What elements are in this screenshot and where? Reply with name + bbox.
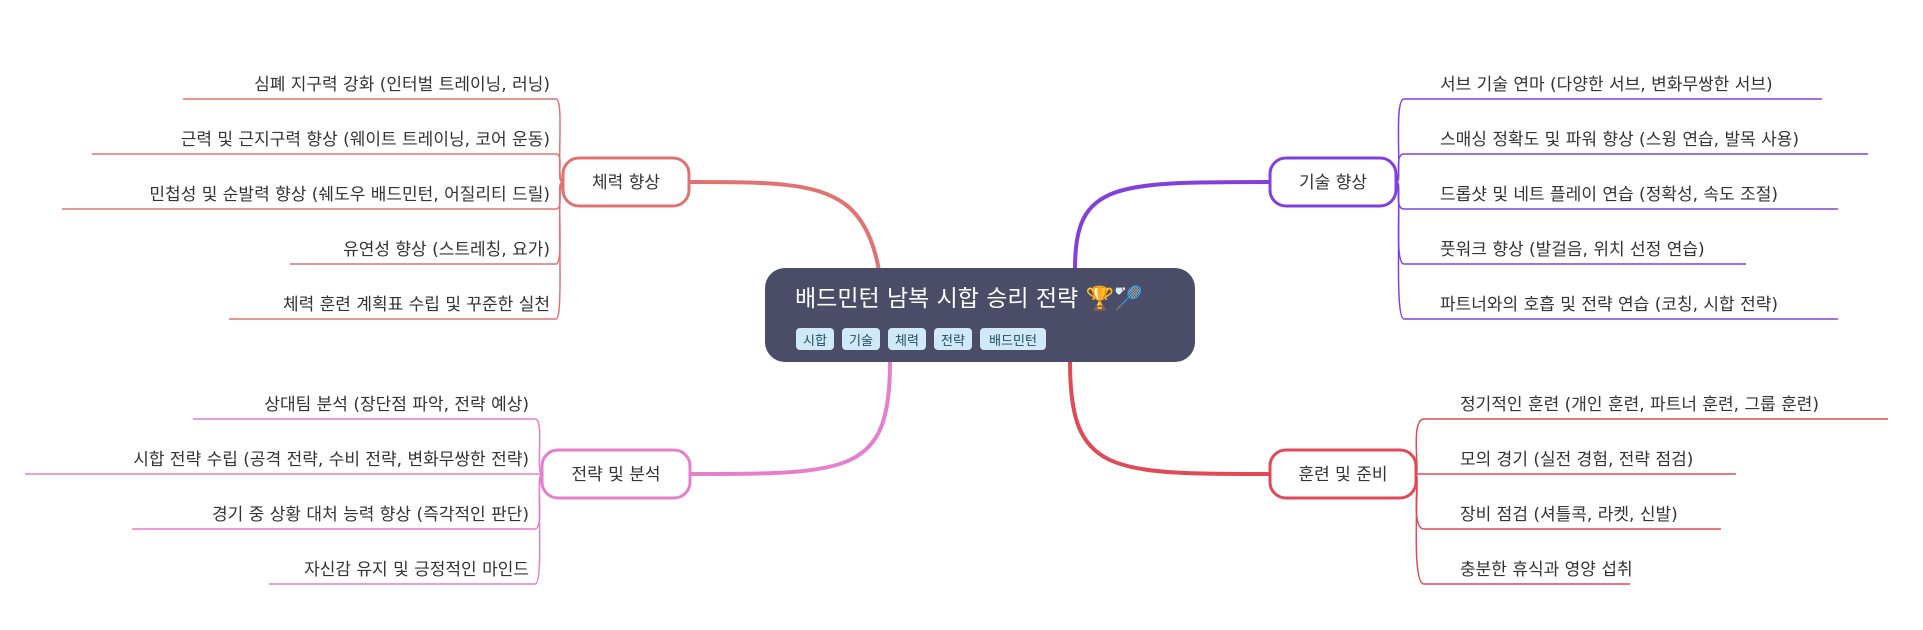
- branch-node-label: 훈련 및 준비: [1298, 465, 1387, 485]
- leaf-label: 민첩성 및 순발력 향상 (쉐도우 배드민턴, 어질리티 드릴): [149, 185, 550, 205]
- root-tag-label: 전략: [941, 334, 965, 349]
- branch-node-fitness[interactable]: 체력 향상: [561, 156, 691, 208]
- leaf-label: 서브 기술 연마 (다양한 서브, 변화무쌍한 서브): [1440, 75, 1773, 95]
- branch-node-box: [1268, 156, 1398, 208]
- root-tag: 체력: [888, 328, 926, 350]
- root-tag-bg: [980, 328, 1046, 350]
- branch-node-strategy[interactable]: 전략 및 분석: [540, 448, 692, 500]
- root-title: 배드민턴 남복 시합 승리 전략 🏆🏸: [795, 283, 1143, 312]
- leaf-connector: [555, 98, 564, 183]
- branch-connector: [689, 361, 892, 476]
- leaf-item[interactable]: 민첩성 및 순발력 향상 (쉐도우 배드민턴, 어질리티 드릴): [62, 181, 564, 210]
- leaf-label: 체력 훈련 계획표 수립 및 꾸준한 실천: [283, 295, 550, 315]
- leaf-connector: [1395, 181, 1405, 265]
- leaf-item[interactable]: 파트너와의 호흡 및 전략 연습 (코칭, 시합 전략): [1395, 181, 1838, 320]
- leaf-connector: [534, 473, 543, 585]
- leaf-label: 장비 점검 (셔틀콕, 라켓, 신발): [1460, 505, 1678, 525]
- branch-node-training[interactable]: 훈련 및 준비: [1268, 448, 1418, 500]
- leaf-item[interactable]: 장비 점검 (셔틀콕, 라켓, 신발): [1415, 473, 1721, 530]
- leaf-label: 충분한 휴식과 영양 섭취: [1460, 560, 1633, 580]
- leaf-connector: [555, 181, 564, 320]
- leaf-item[interactable]: 근력 및 근지구력 향상 (웨이트 트레이닝, 코어 운동): [92, 130, 564, 183]
- leaf-label: 정기적인 훈련 (개인 훈련, 파트너 훈련, 그룹 훈련): [1460, 395, 1819, 415]
- leaf-item[interactable]: 서브 기술 연마 (다양한 서브, 변화무쌍한 서브): [1395, 75, 1822, 183]
- leaf-label: 풋워크 향상 (발걸음, 위치 선정 연습): [1440, 240, 1705, 260]
- root-tag-bg: [888, 328, 926, 350]
- leaf-label: 드롭샷 및 네트 플레이 연습 (정확성, 속도 조절): [1440, 185, 1778, 205]
- branch-node-label: 전략 및 분석: [571, 465, 660, 485]
- branch-node-label: 체력 향상: [592, 173, 660, 193]
- leaf-connector: [1395, 181, 1405, 320]
- leaf-label: 상대팀 분석 (장단점 파악, 전략 예상): [264, 395, 529, 415]
- leaf-nodes: 심폐 지구력 강화 (인터벌 트레이닝, 러닝) 근력 및 근지구력 향상 (웨이…: [25, 75, 1888, 585]
- root-tag-label: 배드민턴: [989, 334, 1037, 349]
- leaf-item[interactable]: 스매싱 정확도 및 파워 향상 (스윙 연습, 발목 사용): [1395, 130, 1868, 183]
- branch-node-box: [1268, 448, 1418, 500]
- leaf-label: 근력 및 근지구력 향상 (웨이트 트레이닝, 코어 운동): [181, 130, 550, 150]
- leaf-label: 자신감 유지 및 긍정적인 마인드: [304, 560, 529, 580]
- leaf-item[interactable]: 시합 전략 수립 (공격 전략, 수비 전략, 변화무쌍한 전략): [25, 450, 542, 475]
- root-tag-label: 체력: [895, 334, 919, 349]
- root-tag-bg: [796, 328, 834, 350]
- root-tags: 시합 기술 체력 전략 배드민턴: [796, 328, 1046, 350]
- root-tag-bg: [934, 328, 972, 350]
- leaf-connector: [1395, 98, 1405, 183]
- root-tag-label: 기술: [849, 334, 873, 349]
- branch-node-label: 기술 향상: [1299, 173, 1367, 193]
- root-tag: 시합: [796, 328, 834, 350]
- leaf-item[interactable]: 심폐 지구력 강화 (인터벌 트레이닝, 러닝): [183, 75, 564, 183]
- leaf-label: 시합 전략 수립 (공격 전략, 수비 전략, 변화무쌍한 전략): [133, 450, 529, 470]
- leaf-item[interactable]: 정기적인 훈련 (개인 훈련, 파트너 훈련, 그룹 훈련): [1415, 395, 1888, 475]
- branch-node-box: [561, 156, 691, 208]
- leaf-item[interactable]: 체력 훈련 계획표 수립 및 꾸준한 실천: [229, 181, 564, 320]
- branch-node-technique[interactable]: 기술 향상: [1268, 156, 1398, 208]
- leaf-label: 모의 경기 (실전 경험, 전략 점검): [1460, 450, 1693, 470]
- leaf-label: 파트너와의 호흡 및 전략 연습 (코칭, 시합 전략): [1440, 295, 1778, 315]
- branch-connector: [1073, 180, 1271, 269]
- leaf-item[interactable]: 모의 경기 (실전 경험, 전략 점검): [1415, 450, 1736, 475]
- leaf-label: 경기 중 상황 대처 능력 향상 (즉각적인 판단): [212, 505, 529, 525]
- leaf-item[interactable]: 드롭샷 및 네트 플레이 연습 (정확성, 속도 조절): [1395, 181, 1838, 210]
- root-tag: 전략: [934, 328, 972, 350]
- branch-node-box: [540, 448, 692, 500]
- root-tag: 배드민턴: [980, 328, 1046, 350]
- root-tag-bg: [842, 328, 880, 350]
- leaf-label: 스매싱 정확도 및 파워 향상 (스윙 연습, 발목 사용): [1440, 130, 1799, 150]
- leaf-item[interactable]: 경기 중 상황 대처 능력 향상 (즉각적인 판단): [132, 473, 543, 530]
- branch-connector: [1068, 361, 1271, 476]
- leaf-label: 심폐 지구력 강화 (인터벌 트레이닝, 러닝): [254, 75, 550, 95]
- root-tag: 기술: [842, 328, 880, 350]
- root-tag-label: 시합: [803, 334, 827, 349]
- root-node[interactable]: 배드민턴 남복 시합 승리 전략 🏆🏸 시합 기술 체력 전략 배드민턴: [765, 268, 1195, 362]
- leaf-item[interactable]: 상대팀 분석 (장단점 파악, 전략 예상): [193, 395, 543, 475]
- leaf-label: 유연성 향상 (스트레칭, 요가): [343, 240, 550, 260]
- leaf-item[interactable]: 자신감 유지 및 긍정적인 마인드: [269, 473, 543, 585]
